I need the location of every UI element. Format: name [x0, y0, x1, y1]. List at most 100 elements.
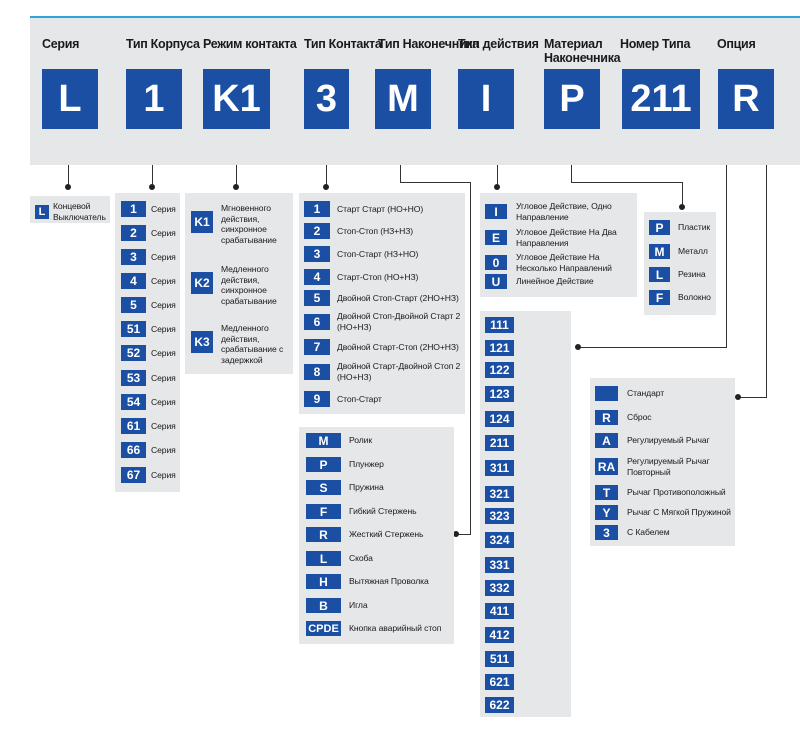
contact-mode-badge: K3: [191, 331, 213, 353]
contact-mode-label: Медленного действия, синхронное срабатыв…: [221, 264, 277, 306]
series-code-badge: L: [35, 204, 49, 219]
tip-type-label: Плунжер: [349, 459, 384, 470]
body-type-badge: 66: [121, 442, 146, 458]
contact-mode-label: Медленного действия, срабатывание с заде…: [221, 323, 284, 365]
tip-type-label: Гибкий Стержень: [349, 506, 417, 517]
body-type-label: Серия: [151, 444, 176, 455]
body-type-label: Серия: [151, 347, 176, 358]
type-number-badge: 324: [485, 532, 514, 548]
body-type-label: Серия: [151, 372, 176, 383]
connector-body-type: [152, 165, 153, 187]
connector-dot: [679, 204, 685, 210]
body-type-badge: 52: [121, 345, 146, 361]
action-type-badge: E: [485, 230, 507, 245]
body-type-badge: 67: [121, 467, 146, 483]
action-type-badge: U: [485, 274, 507, 289]
option-label: Регулируемый Рычаг: [627, 435, 710, 446]
type-number-badge: 412: [485, 627, 514, 643]
type-number-badge: 621: [485, 674, 514, 690]
tip-material-label: Резина: [678, 269, 706, 280]
contact-type-badge: 7: [304, 339, 330, 355]
tip-type-badge: S: [306, 480, 341, 495]
top-accent-rule: [30, 16, 800, 18]
contact-type-label: Старт Старт (НО+НО): [337, 203, 424, 214]
connector-contact-mode: [236, 165, 237, 187]
connector-tip-type-end: [456, 534, 471, 535]
option-badge: T: [595, 485, 618, 500]
connector-series: [68, 165, 69, 187]
tip-type-label: Скоба: [349, 553, 373, 564]
header-series: Серия: [42, 37, 80, 51]
body-type-label: Серия: [151, 420, 176, 431]
type-number-badge: 411: [485, 603, 514, 619]
tip-type-label: Ролик: [349, 435, 373, 446]
connector-contact-type: [326, 165, 327, 187]
header-tip-type: Тип Наконечника: [378, 37, 479, 51]
contact-type-label: Двойной Стоп-Двойной Старт 2 (НО+НЗ): [337, 311, 461, 332]
tip-material-label: Волокно: [678, 292, 711, 303]
header-contact-mode: Режим контакта: [203, 37, 297, 51]
tip-type-badge: CPDE: [306, 621, 341, 636]
action-type-label: Угловое Действие На Два Направления: [516, 227, 617, 248]
tip-material-badge: F: [649, 290, 670, 305]
action-type-label: Линейное Действие: [516, 276, 594, 287]
option-label: С Кабелем: [627, 527, 670, 538]
code-box-contact-type: 3: [304, 69, 349, 129]
connector-dot: [233, 184, 239, 190]
option-label: Рычаг С Мягкой Пружиной: [627, 507, 731, 518]
body-type-label: Серия: [151, 275, 176, 286]
type-number-badge: 511: [485, 651, 514, 667]
connector-dot: [494, 184, 500, 190]
connector-dot: [323, 184, 329, 190]
tip-material-badge: M: [649, 244, 670, 259]
body-type-label: Серия: [151, 396, 176, 407]
code-box-series: L: [42, 69, 98, 129]
option-badge: R: [595, 410, 618, 425]
body-type-label: Серия: [151, 203, 176, 214]
header-option: Опция: [717, 37, 756, 51]
body-type-label: Серия: [151, 227, 176, 238]
tip-material-badge: P: [649, 220, 670, 235]
connector-tip-type-v: [470, 182, 471, 534]
type-number-badge: 622: [485, 697, 514, 713]
connector-dot: [149, 184, 155, 190]
tip-type-badge: P: [306, 457, 341, 472]
type-number-badge: 321: [485, 486, 514, 502]
tip-material-badge: L: [649, 267, 670, 282]
option-label: Рычаг Противоположный: [627, 487, 726, 498]
action-type-badge: I: [485, 204, 507, 219]
action-type-badge: 0: [485, 255, 507, 270]
header-type-number: Номер Типа: [620, 37, 691, 51]
body-type-badge: 1: [121, 201, 146, 217]
connector-option: [766, 165, 767, 397]
contact-mode-label: Мгновенного действия, синхронное срабаты…: [221, 203, 277, 245]
body-type-label: Серия: [151, 251, 176, 262]
header-body-type: Тип Корпуса: [126, 37, 200, 51]
body-type-badge: 3: [121, 249, 146, 265]
contact-mode-badge: K1: [191, 211, 213, 233]
body-type-badge: 5: [121, 297, 146, 313]
type-number-badge: 323: [485, 508, 514, 524]
contact-type-label: Старт-Стоп (НО+НЗ): [337, 271, 419, 282]
body-type-badge: 51: [121, 321, 146, 337]
action-type-label: Угловое Действие, Одно Направление: [516, 201, 612, 222]
contact-type-badge: 5: [304, 290, 330, 306]
header-tip-material: Материал Наконечника: [544, 37, 621, 65]
tip-type-badge: F: [306, 504, 341, 519]
connector-action-type: [497, 165, 498, 187]
code-box-tip-type: M: [375, 69, 431, 129]
connector-type-number-h: [578, 347, 727, 348]
option-badge: Y: [595, 505, 618, 520]
option-badge: A: [595, 433, 618, 448]
contact-type-badge: 9: [304, 391, 330, 407]
code-box-tip-material: P: [544, 69, 600, 129]
contact-type-label: Стоп-Стоп (НЗ+НЗ): [337, 225, 414, 236]
body-type-badge: 61: [121, 418, 146, 434]
contact-type-badge: 3: [304, 246, 330, 262]
tip-type-label: Кнопка аварийный стоп: [349, 623, 442, 634]
body-type-badge: 54: [121, 394, 146, 410]
connector-tip-material-h: [571, 182, 682, 183]
